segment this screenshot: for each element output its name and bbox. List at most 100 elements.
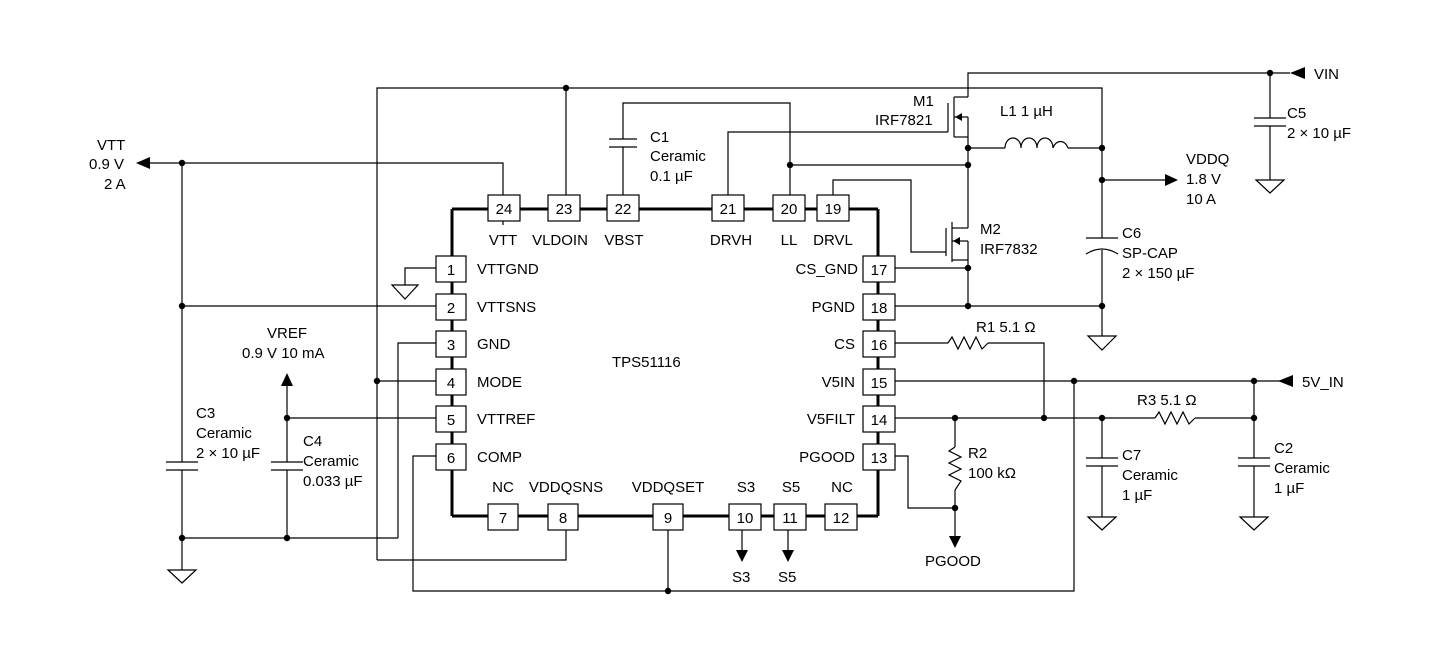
r1-label: R1 5.1 Ω (976, 319, 1036, 336)
vddq-current: 10 A (1186, 191, 1216, 208)
c1-type: Ceramic (650, 148, 706, 165)
pin-1-label: VTTGND (477, 261, 539, 278)
pin-6-box (435, 443, 467, 471)
m2-part: IRF7832 (980, 241, 1038, 258)
c3-ref: C3 (196, 405, 215, 422)
vddq-voltage: 1.8 V (1186, 171, 1221, 188)
pin-21-number: 21 (720, 201, 737, 218)
s5-net-name: S5 (778, 569, 796, 586)
mosfet-m2 (945, 222, 969, 262)
pin-8-label: VDDQSNS (529, 479, 603, 496)
ground-icon (1254, 179, 1286, 194)
r2-value: 100 kΩ (968, 465, 1016, 482)
capacitor-c2 (1238, 457, 1270, 467)
pin-11-number: 11 (782, 510, 798, 527)
pin-13-box (862, 443, 896, 471)
c5-ref: C5 (1287, 105, 1306, 122)
pin-21-box (711, 194, 745, 222)
vin-arrow-icon (1290, 67, 1305, 79)
pin-6-label: COMP (477, 449, 522, 466)
c3-type: Ceramic (196, 425, 252, 442)
pin-19-label: DRVL (813, 232, 853, 249)
capacitor-c1 (609, 138, 637, 148)
pin-7-box (487, 503, 519, 531)
pin-5-label: VTTREF (477, 411, 535, 428)
pin-3-box (435, 330, 467, 358)
pin-5-number: 5 (447, 412, 455, 429)
pin-16-box (862, 330, 896, 358)
c6-value: 2 × 150 µF (1122, 265, 1194, 282)
pin-19-number: 19 (825, 201, 842, 218)
vtt-current: 2 A (104, 176, 126, 193)
wires (150, 72, 1290, 592)
mosfet-m1 (947, 96, 969, 138)
pin-12-number: 12 (833, 510, 850, 527)
vddq-name: VDDQ (1186, 151, 1229, 168)
pin-13-label: PGOOD (799, 449, 855, 466)
pin-3-label: GND (477, 336, 511, 353)
l1-label: L1 1 µH (1000, 103, 1053, 120)
c5-value: 2 × 10 µF (1287, 125, 1351, 142)
pin-20-box (772, 194, 806, 222)
pin-13-number: 13 (871, 450, 888, 467)
vref-arrow-icon (281, 373, 293, 386)
pin-5-box (435, 405, 467, 433)
pin-21-label: DRVH (710, 232, 752, 249)
capacitor-c6 (1085, 237, 1119, 255)
capacitor-c5 (1254, 117, 1286, 127)
pin-8-box (547, 503, 579, 531)
vref-name: VREF (267, 325, 307, 342)
s5-arrow-icon (782, 550, 794, 562)
pin-11-box (773, 503, 807, 531)
ground-icon (1086, 335, 1118, 351)
c6-type: SP-CAP (1122, 245, 1178, 262)
pin-3-number: 3 (447, 337, 455, 354)
c2-value: 1 µF (1274, 480, 1304, 497)
pin-6-number: 6 (447, 450, 455, 467)
pin-17-label: CS_GND (795, 261, 858, 278)
pin-18-number: 18 (871, 300, 888, 317)
c4-ref: C4 (303, 433, 322, 450)
pin-19-box (816, 194, 850, 222)
chip-name: TPS51116 (612, 354, 681, 371)
pin-1-box (435, 255, 467, 283)
c1-value: 0.1 µF (650, 168, 693, 185)
c3-value: 2 × 10 µF (196, 445, 260, 462)
junctions (178, 69, 1274, 595)
pgood-arrow-icon (949, 536, 961, 548)
m1-ref: M1 (913, 93, 934, 110)
ground-icon (166, 569, 198, 584)
pin-22-number: 22 (615, 201, 632, 218)
c2-type: Ceramic (1274, 460, 1330, 477)
vin-name: VIN (1314, 66, 1339, 83)
m1-part: IRF7821 (875, 112, 933, 129)
c7-type: Ceramic (1122, 467, 1178, 484)
s3-net-name: S3 (732, 569, 750, 586)
ground-icon (390, 284, 420, 300)
pin-9-number: 9 (664, 510, 672, 527)
pin-10-label: S3 (737, 479, 755, 496)
capacitor-c3 (166, 461, 198, 471)
capacitor-c7 (1086, 457, 1118, 467)
pin-10-box (728, 503, 762, 531)
c6-ref: C6 (1122, 225, 1141, 242)
pin-12-label: NC (831, 479, 853, 496)
v5in-name: 5V_IN (1302, 374, 1344, 391)
ground-icon (1238, 516, 1270, 531)
pin-22-box (606, 194, 640, 222)
pin-20-number: 20 (781, 201, 798, 218)
v5in-arrow-icon (1278, 375, 1293, 387)
pin-4-box (435, 368, 467, 396)
vddq-arrow-icon (1165, 174, 1178, 186)
pin-12-box (824, 503, 858, 531)
pgood-net-name: PGOOD (925, 553, 981, 570)
pin-23-number: 23 (556, 201, 573, 218)
pin-10-number: 10 (737, 510, 754, 527)
vtt-arrow-icon (136, 157, 150, 169)
resistor-r2 (947, 446, 963, 491)
pin-18-label: PGND (812, 299, 856, 316)
c4-value: 0.033 µF (303, 473, 363, 490)
pin-4-label: MODE (477, 374, 522, 391)
